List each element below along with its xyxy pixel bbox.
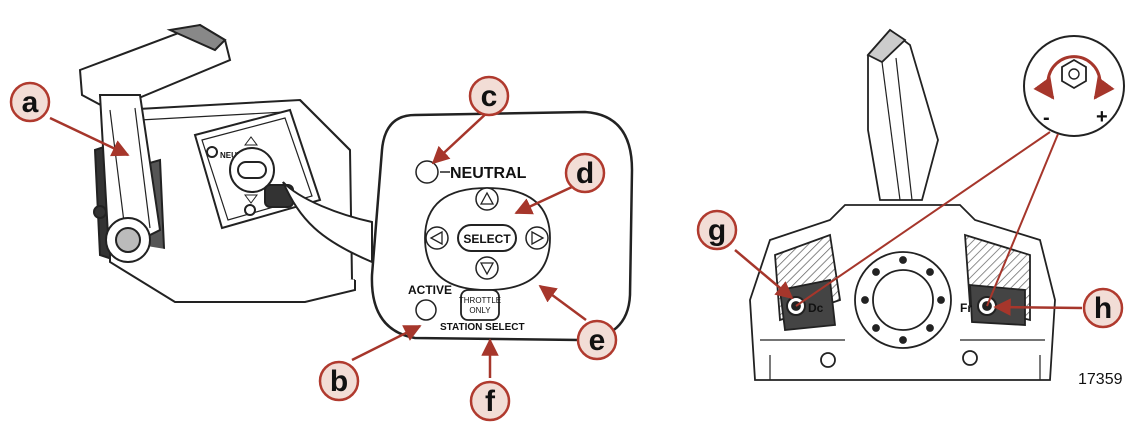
callout-c: c [468, 75, 510, 117]
svg-text:b: b [330, 365, 348, 398]
svg-text:f: f [485, 385, 496, 418]
callout-h: h [1082, 287, 1124, 329]
svg-text:c: c [481, 80, 498, 113]
select-label: SELECT [463, 232, 511, 246]
svg-text:d: d [576, 157, 594, 190]
callout-d: d [564, 152, 606, 194]
callout-f: f [469, 380, 511, 422]
arrow-e [538, 284, 587, 322]
throttle-only-button[interactable]: THROTTLE ONLY [459, 289, 501, 321]
arrow-down-button[interactable] [475, 256, 499, 280]
arrow-right-button[interactable] [525, 226, 549, 250]
inset-leader-right [986, 133, 1059, 307]
arrow-b [351, 324, 422, 362]
control-unit-illustration: NEUTRAL [78, 23, 356, 303]
callout-arrows [49, 109, 1083, 378]
zoomed-control-panel: NEUTRAL SELECT ACTIVE THROTTL [370, 110, 634, 342]
svg-text:a: a [22, 86, 39, 119]
callout-b: b [318, 360, 360, 402]
arrow-left-button[interactable] [425, 226, 449, 250]
figure-number: 17359 [1078, 371, 1123, 388]
lever-mechanism-illustration: Dc Fr [749, 28, 1056, 381]
callout-g: g [696, 209, 738, 251]
inset-leader-left [795, 131, 1051, 307]
select-button[interactable]: SELECT [457, 224, 517, 252]
hex-adjust-inset: - + [1023, 35, 1125, 137]
neutral-label: NEUTRAL [450, 165, 527, 182]
throttle-label-line1: THROTTLE [459, 296, 501, 305]
svg-text:Dc: Dc [808, 301, 824, 315]
svg-text:e: e [589, 324, 606, 357]
svg-text:h: h [1094, 292, 1112, 325]
active-label: ACTIVE [408, 283, 452, 297]
arrow-c [431, 109, 491, 165]
arrow-h [993, 298, 1083, 316]
adjust-minus-label: - [1043, 107, 1050, 129]
callout-e: e [576, 319, 618, 361]
svg-text:g: g [708, 214, 726, 247]
callout-labels: a b c d e f g h [9, 75, 1124, 422]
arrow-d [514, 185, 573, 215]
adjust-plus-label: + [1096, 106, 1108, 128]
active-indicator-light [415, 299, 437, 321]
svg-text:Fr: Fr [960, 301, 972, 315]
station-select-label: STATION SELECT [440, 322, 525, 333]
arrow-up-button[interactable] [475, 187, 499, 211]
neutral-indicator-light [415, 160, 439, 184]
callout-a: a [9, 81, 51, 123]
throttle-label-line2: ONLY [469, 306, 491, 315]
arrow-a [49, 116, 130, 157]
arrow-g [734, 249, 794, 300]
